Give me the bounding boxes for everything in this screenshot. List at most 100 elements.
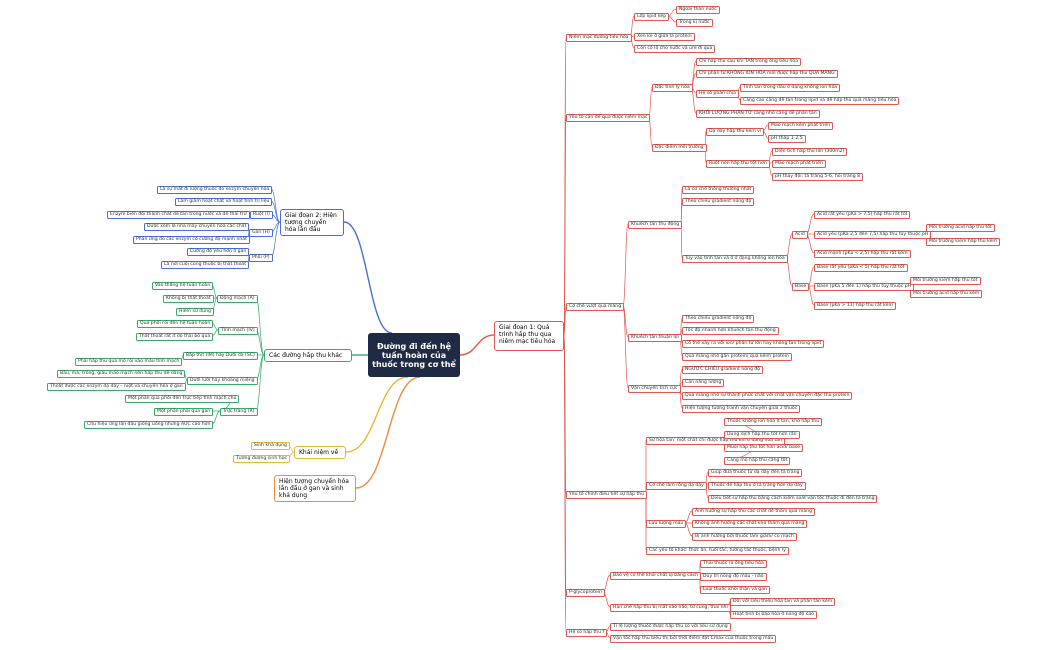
mucosa-topic[interactable]: Niêm mạc đường tiêu hóa: [566, 34, 632, 42]
requirements-topic[interactable]: Yếu tố cần để qua được niêm mạc: [566, 114, 651, 122]
fac-protein[interactable]: Qua màng nhờ gắn protein/ qua kênh prote…: [682, 353, 792, 361]
liver-H[interactable]: Gan (H): [249, 229, 273, 237]
environment[interactable]: Đặc điểm môi trường: [652, 144, 707, 152]
im-sc[interactable]: Bắp thịt (IM) hay Dưới da (SC): [183, 352, 258, 360]
bioavailability[interactable]: Sinh khả dụng: [251, 442, 290, 450]
other-routes-topic[interactable]: Các đường hấp thu khác: [264, 349, 352, 362]
needs-energy[interactable]: Cần năng lượng: [682, 379, 725, 387]
protein-between[interactable]: Xen kẽ ở giữa là protein: [634, 33, 695, 41]
stomach-poor[interactable]: Dạ dày hấp thu kém vì: [706, 128, 765, 136]
blood-brain[interactable]: Duy trì nồng độ máu - não: [700, 573, 767, 581]
higher-better[interactable]: Càng cao càng dễ tan trong lipid và dễ h…: [740, 97, 900, 105]
dissolve-first[interactable]: Chỉ hấp thu sau khi TAN trong ống tiêu h…: [696, 58, 802, 66]
higher-auc[interactable]: Chu hiệu ứng lần đầu giống uống nhưng AU…: [84, 421, 214, 429]
stage-1-topic[interactable]: Giai đoạn 1: Quá trình hấp thu qua niêm …: [494, 321, 564, 351]
fac-gradient[interactable]: Theo chiều gradient nồng độ: [682, 315, 755, 323]
direct-circulation[interactable]: Vào thẳng hệ tuần hoàn: [152, 282, 214, 290]
saturation[interactable]: Hoạt tính bị bão hòa ở nồng độ cao: [730, 611, 817, 619]
solution-better[interactable]: Dung dịch hấp thu tốt hơn rắn: [724, 431, 800, 439]
intestine-I[interactable]: Ruột (I): [250, 211, 273, 219]
acid-env-good[interactable]: Môi trường acid hấp thu tốt: [926, 224, 995, 232]
rate-control[interactable]: Điều tiết sự hấp thu bằng cách kiểm soát…: [708, 495, 878, 503]
artery-A[interactable]: Động mạch (A): [217, 295, 258, 303]
partition-coef[interactable]: Hệ số phân chia: [696, 90, 739, 98]
water-pores[interactable]: Còn có lỗ cho nước và ure đi qua: [634, 45, 716, 53]
stage-2-topic[interactable]: Giai đoạn 2: Hiện tượng chuyển hóa lần đ…: [280, 209, 344, 236]
bioequivalence[interactable]: Tương đương sinh học: [233, 455, 290, 463]
absorption-coef[interactable]: Hệ số hấp thu f: [566, 629, 608, 637]
lung-P[interactable]: Phổi (P): [249, 254, 273, 262]
acid-weak[interactable]: Acid yếu (pKa 2,5 đến 7,5) hấp thu tùy t…: [814, 231, 932, 239]
lung-last[interactable]: Là nơi cuối cùng thuốc bị thất thoát: [161, 261, 250, 269]
lipid-solubility[interactable]: Tính tan trong dầu ở dạng không ion hóa: [740, 84, 841, 92]
blood-flow[interactable]: Lưu lượng máu: [646, 520, 687, 528]
acid[interactable]: Acid: [792, 231, 808, 239]
carrier-complex[interactable]: Qua màng nhờ sự thành phức chất với chất…: [682, 392, 853, 400]
vasoconstrict[interactable]: Bị ảnh hưởng bởi thuốc làm giảm/ co mạch: [692, 533, 797, 541]
concepts-topic[interactable]: Khái niệm về: [294, 446, 346, 459]
surface-area[interactable]: Diện tích hấp thu lớn (300m2): [772, 148, 848, 156]
liver-strong[interactable]: Phản ứng do các enzym có cường độ mạnh n…: [133, 236, 250, 244]
outer-hydrophilic[interactable]: Ngoài thân nước: [676, 6, 720, 14]
intestine-good[interactable]: Ruột non hấp thu tốt hơn: [706, 160, 770, 168]
base-env-good[interactable]: Môi trường kiềm hấp thu tốt: [910, 277, 981, 285]
duodenum-better[interactable]: Thuốc dễ hấp thu ở tá tràng hơn dạ dày: [708, 482, 806, 490]
non-ionized[interactable]: Chỉ phân tử KHÔNG ION HÓA mới được hấp t…: [696, 70, 838, 78]
via-lung[interactable]: Qua phổi rồi đến hệ tuần hoàn: [137, 320, 214, 328]
via-tissue[interactable]: Phải hấp thu qua mô rồi vào máu tĩnh mạc…: [75, 358, 183, 366]
inner-hydrophobic[interactable]: Trong kị nước: [676, 19, 713, 27]
kidney-liver[interactable]: Loại thuốc khỏi thận và gan: [700, 586, 770, 594]
physicochemical[interactable]: Đặc tính lý hóa: [652, 84, 693, 92]
regulating-topic[interactable]: Yếu tố chính điều tiết sự hấp thu: [566, 491, 648, 499]
most-common[interactable]: Là cơ chế thông thường nhất: [682, 186, 755, 194]
ionization-dependent[interactable]: Tùy vào tính tan và ở ở dạng không ion h…: [682, 255, 788, 263]
fac-ions[interactable]: Có thể xảy ra với ion/ phân tử lớn hay k…: [682, 340, 825, 348]
base-env-poor[interactable]: Môi trường acid hấp thu kém: [910, 290, 983, 298]
fac-faster[interactable]: Tốc độ nhanh hơn khuếch tán thụ động: [682, 327, 779, 335]
gradient[interactable]: Theo chiều gradient nồng độ: [682, 198, 755, 206]
acid-very-weak[interactable]: Acid rất yếu (pKa > 7,5) hấp thu rất tốt: [814, 211, 911, 219]
finer-better[interactable]: Càng mỏ hấp thu càng tốt: [724, 457, 791, 465]
competition[interactable]: Hiện tượng tương tranh vận chuyển giữa 2…: [682, 405, 801, 413]
active-transport[interactable]: Vận chuyển tích cực: [628, 385, 681, 393]
non-ionized-poor[interactable]: Thuốc không ion hóa ít tan, khó hấp thu: [724, 418, 823, 426]
impermeable-not[interactable]: Không ảnh hưởng các chất khó thấm qua mà…: [692, 520, 808, 528]
gastric-emptying[interactable]: Cơ chế làm rỗng dạ dày: [646, 482, 707, 490]
absorption-rate[interactable]: Vận tốc hấp thu biểu thị bởi thời điểm đ…: [610, 635, 777, 643]
base-strong[interactable]: Base (pKa > 11) hấp thu rất kém: [814, 302, 896, 310]
root-topic[interactable]: Đường đi đến hệ tuần hoàn của thuốc tron…: [368, 333, 460, 377]
salt-better[interactable]: Muối hấp thu tốt hơn acid/ base: [724, 444, 804, 452]
avoid-enzymes[interactable]: Thoát được các enzym dạ dày - ruột và ch…: [47, 383, 186, 391]
vein-IV[interactable]: Tĩnh mạch (IV): [218, 327, 258, 335]
passive-diffusion[interactable]: Khuếch tán thụ động: [628, 221, 683, 229]
rectal-R[interactable]: Trực tràng (R): [220, 408, 258, 416]
to-duodenum[interactable]: Giúp đưa thuốc từ dạ dày đến tá tràng: [708, 469, 803, 477]
against-gradient[interactable]: NGƯỢC CHIỀU gradient nồng độ: [682, 366, 764, 374]
liver-factory[interactable]: Được xem là nhà máy chuyển hóa các chất: [144, 223, 250, 231]
vena-cava[interactable]: Một phần qua phổi đến trực tiếp tĩnh mạc…: [125, 395, 240, 403]
reduce-activity[interactable]: Làm giảm hoạt chất và hoạt tính trị liệu: [175, 198, 273, 206]
acid-strong[interactable]: Acid mạnh (pKa < 2,5) hấp thu rất kém: [814, 250, 911, 258]
rich-capillary[interactable]: Bầu, má, trống, giàu mao mạch nên hấp th…: [57, 370, 186, 378]
lung-weaker[interactable]: Cường độ yếu hơn ở gan: [187, 248, 250, 256]
enzyme-loss[interactable]: Là sự mất đi lượng thuốc do enzym chuyển…: [157, 186, 273, 194]
acid-env-poor[interactable]: Môi trường kiềm hấp thu kém: [926, 238, 1000, 246]
intestine-enzyme[interactable]: Enzym biến đổi thành chất dễ tan trong n…: [107, 211, 250, 219]
molecular-weight[interactable]: KHỐI LƯỢNG PHÂN TỬ càng nhỏ càng dễ phân…: [696, 110, 820, 118]
fraction-absorbed[interactable]: Tỉ lệ lượng thuốc được hấp thu so với li…: [610, 623, 731, 631]
protect-body[interactable]: Bảo vệ cơ thể khỏi chất lạ bằng cách: [610, 572, 702, 580]
p-glycoprotein[interactable]: P-glycoprotein: [566, 589, 605, 597]
permeable-affected[interactable]: Ảnh hưởng sự hấp thu các chất dễ thấm qu…: [692, 508, 816, 516]
intestine-capillary[interactable]: Mao mạch phát triển: [772, 160, 826, 168]
membrane-topic[interactable]: Cơ chế vượt qua màng: [566, 303, 625, 311]
intestine-ph[interactable]: pH thay đổi: tá tràng 5-6, hồi tràng 8: [772, 173, 864, 181]
no-loss[interactable]: Không bị thất thoát: [163, 295, 214, 303]
base-medium[interactable]: Base (pKa 5 đến 1) hấp thu tùy thuộc pH: [814, 283, 915, 291]
dissolution[interactable]: Sự hòa tan: một chất chỉ được hấp thu kh…: [646, 437, 785, 445]
stomach-capillary[interactable]: Mao mạch kém phát triển: [768, 122, 834, 130]
lipid-bilayer[interactable]: Lớp lipid kép: [634, 13, 670, 21]
excrete-gi[interactable]: Thải thuốc ra ống tiêu hóa: [700, 560, 767, 568]
poor-solubility[interactable]: Đối với siêu thiếu hòa tan và phân tán k…: [730, 598, 836, 606]
limit-absorption[interactable]: Hạn chế hấp thu bị mất vào não, tử cung,…: [610, 604, 731, 612]
stomach-ph[interactable]: pH thấp 1-2,5: [768, 135, 806, 143]
